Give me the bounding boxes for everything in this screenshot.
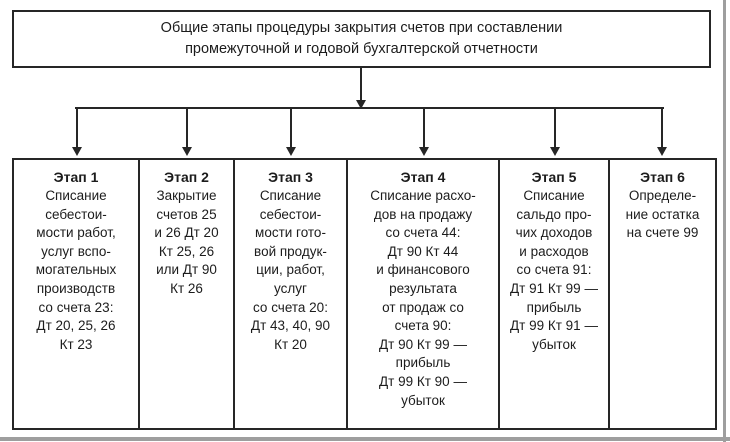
page-edge-right <box>723 0 726 442</box>
stage-box-3: Этап 3 Списание себестои- мости гото- во… <box>235 160 348 428</box>
connector-line-stage-1 <box>76 109 78 148</box>
stage-body: Списание сальдо про- чих доходов и расхо… <box>510 188 598 352</box>
stages-row: Этап 1 Списание себестои- мости работ, у… <box>12 158 717 430</box>
arrow-down-icon <box>182 147 192 156</box>
title-box: Общие этапы процедуры закрытия счетов пр… <box>12 10 711 68</box>
arrow-down-icon <box>419 147 429 156</box>
stage-body: Закрытие счетов 25 и 26 Дт 20 Кт 25, 26 … <box>154 188 219 296</box>
stage-body: Списание расхо- дов на продажу со счета … <box>370 188 476 408</box>
connector-line-root <box>360 68 362 101</box>
stage-label: Этап 3 <box>268 169 313 185</box>
arrow-down-icon <box>286 147 296 156</box>
stage-body: Списание себестои- мости работ, услуг вс… <box>35 188 117 352</box>
stage-box-5: Этап 5 Списание сальдо про- чих доходов … <box>500 160 610 428</box>
connector-line-horizontal <box>75 107 664 109</box>
stage-label: Этап 5 <box>531 169 577 185</box>
connector-line-stage-6 <box>661 109 663 148</box>
stage-box-2: Этап 2 Закрытие счетов 25 и 26 Дт 20 Кт … <box>140 160 235 428</box>
connector-line-stage-5 <box>554 109 556 148</box>
diagram-title: Общие этапы процедуры закрытия счетов пр… <box>160 20 563 57</box>
connector-line-stage-3 <box>290 109 292 148</box>
stage-body: Списание себестои- мости гото- вой проду… <box>250 188 331 352</box>
stage-box-1: Этап 1 Списание себестои- мости работ, у… <box>14 160 140 428</box>
stage-label: Этап 1 <box>53 169 99 185</box>
stage-box-4: Этап 4 Списание расхо- дов на продажу со… <box>348 160 500 428</box>
stage-label: Этап 4 <box>400 169 446 185</box>
stage-label: Этап 6 <box>640 169 685 185</box>
stage-box-6: Этап 6 Определе- ние остатка на счете 99 <box>610 160 715 428</box>
stage-label: Этап 2 <box>164 169 209 185</box>
arrow-down-icon <box>356 100 366 109</box>
arrow-down-icon <box>72 147 82 156</box>
connector-line-stage-4 <box>423 109 425 148</box>
stage-body: Определе- ние остатка на счете 99 <box>625 188 700 241</box>
arrow-down-icon <box>657 147 667 156</box>
connector-line-stage-2 <box>186 109 188 148</box>
arrow-down-icon <box>550 147 560 156</box>
page-edge-bottom <box>0 437 730 441</box>
